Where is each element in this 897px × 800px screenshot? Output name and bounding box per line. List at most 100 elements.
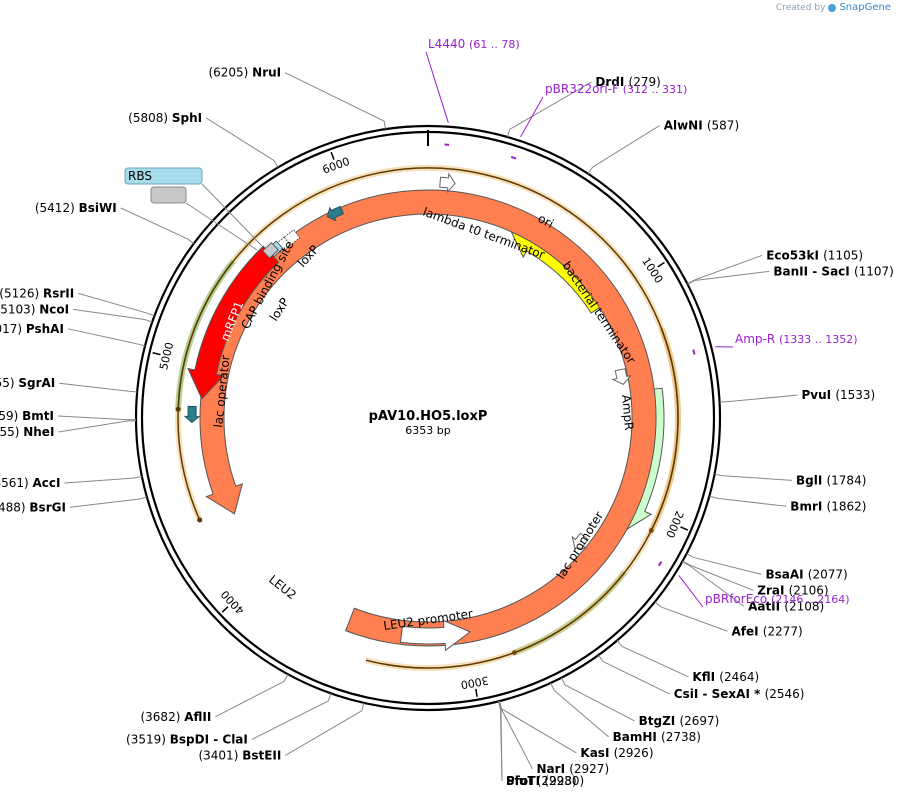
primer-mark (510, 155, 517, 160)
lac-operator-connector (201, 183, 263, 247)
tick-mark (221, 606, 229, 613)
enzyme-cut-line (383, 121, 386, 130)
orf-arcs (175, 165, 681, 671)
tick-mark (330, 151, 335, 160)
enzyme-position: (279) (629, 75, 661, 89)
enzyme-label-rsrii: (5126) RsrII (0, 286, 74, 300)
enzyme-name: PluTI (506, 774, 544, 788)
backbone-outer (134, 124, 722, 712)
enzyme-label-sfoi: SfoI (2928) (506, 774, 577, 788)
plasmid-name: pAV10.HO5.loxP (369, 409, 488, 424)
enzyme-name: NheI (23, 425, 54, 439)
enzyme-name: BmtI (22, 409, 54, 423)
enzyme-leader-line (58, 420, 129, 433)
enzyme-name: RsrII (43, 286, 74, 300)
enzyme-label-bamhi: BamHI (2738) (613, 730, 701, 744)
enzyme-cut-line (587, 166, 593, 175)
enzyme-name: SphI (172, 111, 202, 125)
enzyme-label-nari: NarI (2927) (537, 762, 610, 776)
enzyme-name: NarI (537, 762, 570, 776)
lac-operator-label: RBS (128, 169, 152, 183)
snapgene-logo-icon (828, 3, 837, 12)
tick-label: 5000 (157, 341, 176, 371)
enzyme-cut-line (598, 654, 604, 662)
enzyme-leader-line (59, 382, 130, 392)
enzyme-leader-line (73, 308, 145, 320)
primer-leader (678, 575, 704, 608)
enzyme-name: ZraI (757, 583, 788, 597)
enzyme-position: (4759) (0, 409, 22, 423)
primer-mark (692, 349, 696, 355)
enzyme-name: BsaAI (765, 567, 807, 581)
enzyme-label-bsteii: (3401) BstEII (198, 748, 281, 762)
rbs-box (150, 186, 187, 204)
enzyme-leader-line (553, 689, 609, 738)
enzyme-position: (5412) (35, 201, 79, 215)
loxp-arrow-top (326, 205, 345, 222)
features (183, 172, 665, 652)
enzyme-cut-line (327, 693, 332, 702)
enzyme-name: BsrGI (29, 500, 66, 514)
primer-mark (657, 561, 663, 567)
primer-label-l4440: L4440 (61 .. 78) (428, 37, 520, 51)
enzyme-label-aatii: AatII (2108) (748, 599, 824, 613)
enzyme-label-kfli: KflI (2464) (692, 670, 759, 684)
enzyme-leader-line (693, 556, 762, 575)
enzyme-label-alwni: AlwNI (587) (664, 119, 739, 133)
enzyme-label-sphi: (5808) SphI (128, 111, 202, 125)
primer-range: (2146 .. 2164) (771, 593, 850, 606)
terminator-arrow (571, 532, 589, 549)
enzyme-position: (3519) (126, 732, 170, 746)
enzyme-leader-line (501, 708, 577, 754)
enzyme-leader-line (500, 708, 533, 770)
enzyme-leader-line (694, 270, 770, 282)
enzyme-cut-line (709, 495, 718, 499)
enzyme-label-nhei: (4755) NheI (0, 425, 54, 439)
enzyme-cut-line (133, 475, 143, 479)
enzyme-label-bsiwi: (5412) BsiWI (35, 201, 117, 215)
enzyme-cut-line (283, 674, 289, 682)
enzyme-label-btgzi: BtgZI (2697) (639, 714, 720, 728)
enzyme-name: Eco53kI (766, 248, 823, 262)
enzyme-name: PshAI (26, 322, 64, 336)
enzyme-position: (3401) (198, 748, 242, 762)
tick-label: 3000 (460, 674, 490, 692)
enzyme-leader-line (592, 125, 660, 168)
plasmid-size: 6353 bp (405, 424, 450, 437)
rbs-site (262, 242, 279, 259)
primer-name: Amp-R (735, 332, 779, 346)
enzyme-position: (6205) (208, 66, 252, 80)
credit-text: Created by (775, 2, 826, 13)
terminator-arrow (439, 172, 456, 194)
enzyme-position: (2106) (789, 583, 829, 597)
loxp-arrow-left (183, 405, 201, 424)
enzyme-leader-line (215, 680, 285, 718)
enzyme-position: (5126) (0, 286, 43, 300)
enzyme-label-kasi: KasI (2926) (580, 746, 653, 760)
enzyme-leader-line (285, 710, 363, 756)
enzyme-name: AflII (184, 710, 211, 724)
enzyme-cut-line (137, 343, 146, 347)
primer-sites: L4440 (61 .. 78)pBR322ori-F (312 .. 331)… (425, 37, 858, 608)
primer-label-amp-r: Amp-R (1333 .. 1352) (735, 332, 858, 346)
enzyme-leader-line (622, 646, 689, 678)
enzyme-leader-line (509, 81, 592, 130)
enzyme-label-banii-saci: BanII - SacI (1107) (773, 264, 893, 278)
feature-label-ampr: AmpR (619, 394, 636, 431)
enzyme-label-csii-sexai: CsiI - SexAI * (2546) (674, 687, 805, 701)
enzyme-leader-line (660, 606, 728, 632)
enzyme-leader-line (688, 565, 745, 607)
enzyme-label-bsrgi: (4488) BsrGI (0, 500, 66, 514)
enzyme-label-drdi: DrdI (279) (595, 75, 660, 89)
enzyme-leader-line (251, 700, 329, 740)
enzyme-name: BamHI (613, 730, 661, 744)
snapgene-credit: Created by SnapGene (776, 2, 891, 13)
enzyme-position: (1862) (827, 499, 867, 513)
enzyme-cut-line (682, 561, 690, 566)
enzyme-leader-line (57, 415, 129, 421)
primer-range: (61 .. 78) (469, 38, 520, 51)
enzyme-leader-line (284, 72, 385, 122)
enzyme-label-pvui: PvuI (1533) (802, 388, 876, 402)
enzyme-leader-line (69, 498, 140, 508)
enzyme-position: (2927) (569, 762, 609, 776)
